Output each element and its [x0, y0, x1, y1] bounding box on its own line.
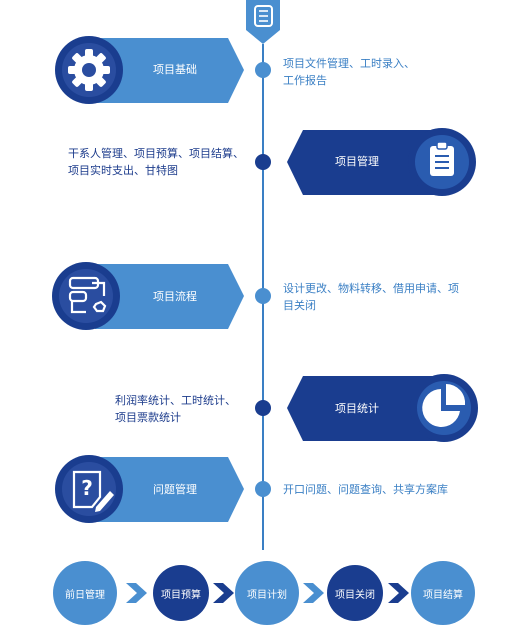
- module-description: 开口问题、问题查询、共享方案库: [283, 483, 448, 496]
- flow-step-label: 项目关闭: [335, 590, 375, 601]
- flow-step-label: 前日管理: [65, 590, 105, 601]
- flow-section: [53, 561, 475, 625]
- timeline-dot: [255, 154, 271, 170]
- module-description: 设计更改、物料转移、借用申请、项目关闭: [283, 282, 459, 312]
- flow-arrow-icon: [388, 583, 409, 603]
- flow-step-circle: [235, 561, 299, 625]
- module-title: 项目流程: [153, 290, 197, 303]
- flow-step-label: 项目预算: [161, 590, 201, 601]
- flow-step-circle: [153, 565, 209, 621]
- module-title: 项目管理: [335, 155, 379, 168]
- module-description: 利润率统计、工时统计、项目票款统计: [115, 394, 236, 424]
- flow-arrow-icon: [126, 583, 147, 603]
- flow-step-circle: [53, 561, 117, 625]
- module-title: 项目统计: [335, 402, 379, 415]
- clipboard-icon: [430, 141, 454, 176]
- module-project-stats: [287, 374, 478, 442]
- flow-step-circle: [411, 561, 475, 625]
- timeline-dot: [255, 288, 271, 304]
- timeline-dot: [255, 62, 271, 78]
- top-list-icon: [246, 0, 280, 44]
- gear-icon: [68, 49, 110, 91]
- module-title: 项目基础: [153, 63, 197, 76]
- svg-text:?: ?: [81, 476, 93, 500]
- flow-icon: [68, 276, 107, 314]
- flow-arrow-icon: [303, 583, 324, 603]
- flow-step-circle: [327, 565, 383, 621]
- timeline-dot: [255, 400, 271, 416]
- module-description: 项目文件管理、工时录入、工作报告: [283, 57, 415, 87]
- pie-chart-icon: [422, 383, 466, 427]
- flow-step-label: 项目计划: [247, 590, 287, 601]
- module-project-basic: [55, 36, 244, 104]
- module-project-flow: [52, 262, 244, 330]
- timeline-dot: [255, 481, 271, 497]
- question-doc-icon: ?: [72, 470, 114, 512]
- flow-step-label: 项目结算: [423, 590, 463, 601]
- flow-arrow-icon: [213, 583, 234, 603]
- module-issue-manage: ?: [55, 455, 244, 523]
- module-title: 问题管理: [153, 483, 197, 496]
- module-description: 干系人管理、项目预算、项目结算、项目实时支出、甘特图: [68, 147, 244, 177]
- module-project-manage: [287, 128, 476, 196]
